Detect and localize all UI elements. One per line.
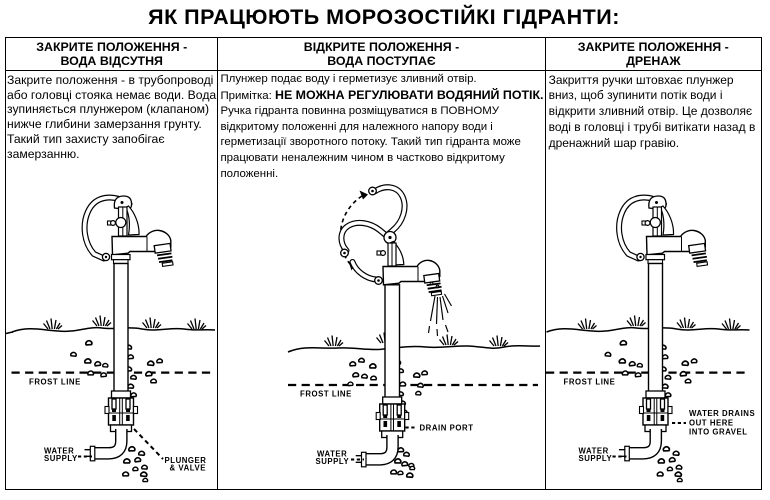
svg-text:WATER: WATER (579, 447, 609, 456)
svg-text:WATER: WATER (44, 447, 74, 456)
svg-text:WATER: WATER (317, 450, 347, 459)
svg-text:INTO GRAVEL: INTO GRAVEL (689, 428, 748, 437)
svg-text:PLUNGER: PLUNGER (165, 456, 207, 465)
svg-text:FROST LINE: FROST LINE (29, 378, 81, 387)
svg-text:WATER DRAINS: WATER DRAINS (689, 409, 755, 418)
svg-text:DRAIN PORT: DRAIN PORT (420, 424, 474, 433)
svg-text:OUT HERE: OUT HERE (689, 418, 734, 427)
svg-text:SUPPLY: SUPPLY (44, 454, 78, 463)
svg-text:SUPPLY: SUPPLY (579, 454, 613, 463)
svg-text:SUPPLY: SUPPLY (316, 457, 350, 466)
svg-text:FROST LINE: FROST LINE (300, 390, 352, 399)
svg-text:& VALVE: & VALVE (170, 464, 206, 473)
